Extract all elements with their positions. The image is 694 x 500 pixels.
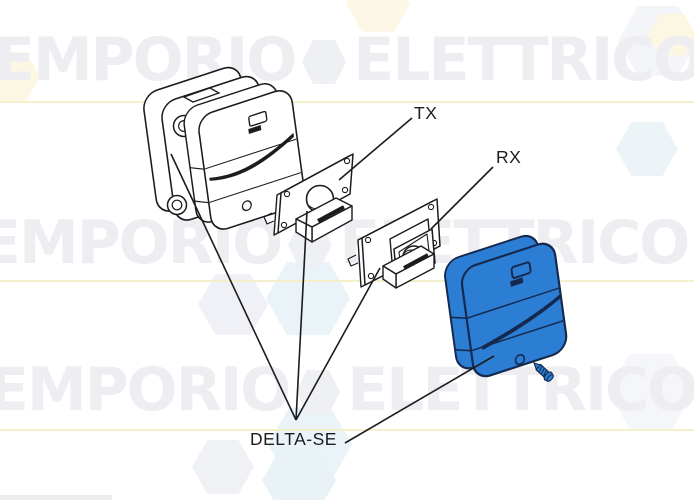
terminal-slot [317,205,345,223]
delta-leader-line [295,267,381,421]
screw-icon [533,362,554,382]
knockout [182,87,221,103]
clip [347,254,359,267]
rx-board-drawing [347,198,441,289]
came-logo-icon [248,110,268,127]
screw-hole [514,353,526,366]
terminal-slot [403,253,429,270]
label-rx: RX [496,147,522,167]
delta-leader-line [170,153,297,421]
label-tx: TX [414,103,438,123]
delta-se-cover-drawing [444,234,568,378]
delta-leader-line [295,210,308,421]
tx-board-drawing [263,153,354,243]
delta-leader-line [344,355,495,444]
came-logo-icon [510,261,532,279]
came-logo-icon [248,125,262,135]
leader-lines [170,117,495,444]
assembled-photocell-drawing [183,83,305,230]
tx-leader-line [338,117,413,181]
rx-leader-line [430,166,494,230]
came-logo-icon [510,277,524,287]
label-model: DELTA-SE [250,429,337,449]
screw-hole [241,200,252,212]
swoosh [481,293,562,351]
clip [263,212,275,225]
